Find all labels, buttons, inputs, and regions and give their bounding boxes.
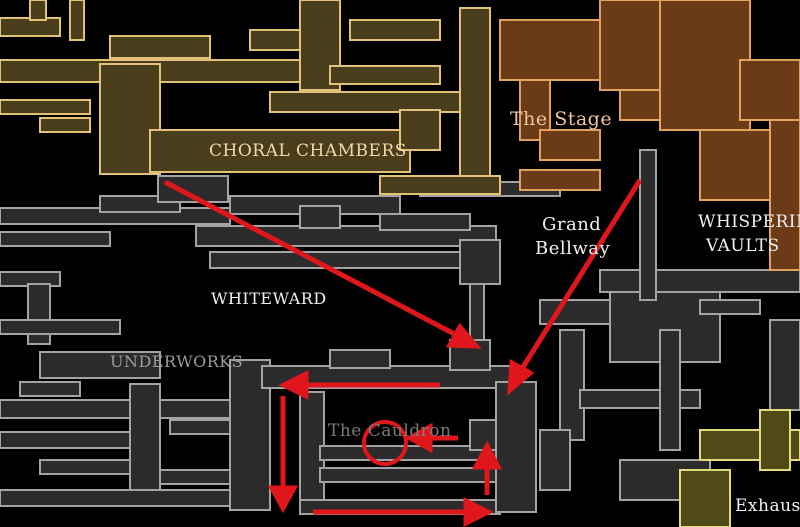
region-label-choral-chambers: CHORAL CHAMBERS	[209, 141, 407, 161]
region-label-exhaust: Exhaus	[735, 496, 800, 516]
region-label-whiteward: WHITEWARD	[211, 289, 327, 308]
arrowhead-3	[278, 369, 309, 401]
arrowhead-2	[507, 358, 535, 396]
region-label-vaults: VAULTS	[706, 236, 780, 256]
route-annotations	[163, 178, 643, 527]
target-circle-marker	[362, 420, 408, 466]
region-label-bellway: Bellway	[535, 238, 611, 259]
region-label-grand: Grand	[542, 214, 602, 235]
arrowhead-1	[445, 322, 482, 349]
arrowhead-7	[404, 422, 433, 454]
stage-and-vaults-area	[499, 0, 800, 271]
region-label-the-cauldron: The Cauldron	[328, 421, 452, 441]
region-label-the-stage: The Stage	[510, 108, 613, 130]
exhaust-area	[679, 409, 800, 527]
region-label-underworks: UNDERWORKS	[110, 352, 244, 371]
region-label-whispering: WHISPERING	[698, 212, 800, 232]
arrowhead-5	[463, 496, 494, 527]
arrowhead-4	[267, 485, 299, 514]
arrowhead-6	[471, 440, 503, 470]
choral-chambers-area	[0, 0, 501, 195]
arrow-from-vaults	[517, 178, 643, 374]
arrow-from-choral	[163, 179, 464, 341]
